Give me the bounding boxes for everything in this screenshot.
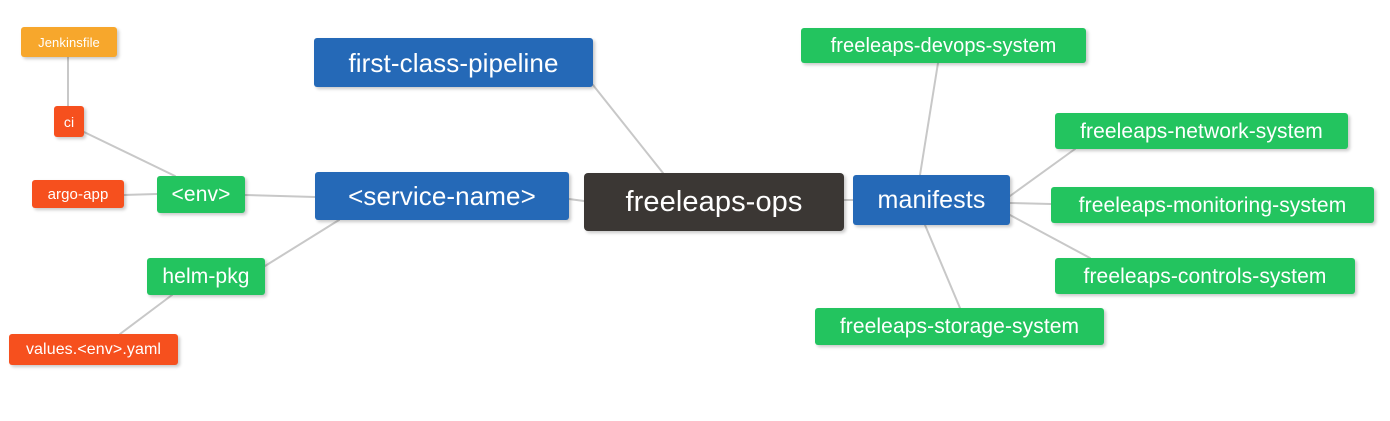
mindmap-edge-manifests-devops — [919, 62, 939, 176]
mindmap-edge-service-env — [244, 194, 316, 198]
mindmap-node-jenkinsfile[interactable]: Jenkinsfile — [21, 27, 117, 57]
mindmap-node-first-class-pipeline[interactable]: first-class-pipeline — [314, 38, 593, 87]
mindmap-node-freeleaps-monitoring-system[interactable]: freeleaps-monitoring-system — [1051, 187, 1374, 223]
mindmap-node-label: freeleaps-storage-system — [839, 315, 1080, 338]
mindmap-edge-manifests-storage — [924, 224, 961, 309]
mindmap-node-ci[interactable]: ci — [54, 106, 84, 137]
mindmap-node-values-env-yaml[interactable]: values.<env>.yaml — [9, 334, 178, 365]
mindmap-node-label: Jenkinsfile — [38, 34, 100, 50]
mindmap-node-label: <service-name> — [348, 181, 536, 211]
mindmap-node-label: manifests — [877, 185, 986, 214]
mindmap-node-label: values.<env>.yaml — [25, 340, 162, 358]
mindmap-node-helm-pkg[interactable]: helm-pkg — [147, 258, 265, 295]
mindmap-node-label: first-class-pipeline — [348, 47, 559, 78]
mindmap-node-root[interactable]: freeleaps-ops — [584, 173, 844, 231]
mindmap-node-label: helm-pkg — [162, 265, 250, 288]
mindmap-node-label: freeleaps-devops-system — [830, 34, 1057, 57]
mindmap-node-argo-app[interactable]: argo-app — [32, 180, 124, 208]
mindmap-node-freeleaps-network-system[interactable]: freeleaps-network-system — [1055, 113, 1348, 149]
mindmap-node-freeleaps-controls-system[interactable]: freeleaps-controls-system — [1055, 258, 1355, 294]
mindmap-edge-root-pipeline — [592, 84, 664, 174]
mindmap-node-label: ci — [63, 113, 75, 130]
mindmap-node-label: <env> — [171, 183, 231, 206]
mindmap-node-freeleaps-storage-system[interactable]: freeleaps-storage-system — [815, 308, 1104, 345]
mindmap-edge-env-argo — [123, 193, 158, 196]
mindmap-node-service-name[interactable]: <service-name> — [315, 172, 569, 220]
mindmap-node-label: freeleaps-controls-system — [1083, 264, 1327, 288]
mindmap-node-label: argo-app — [47, 185, 109, 203]
mindmap-edge-root-service-name — [568, 198, 585, 202]
mindmap-edge-env-ci — [83, 131, 176, 177]
mindmap-edge-manifests-monitoring — [1009, 202, 1052, 205]
mindmap-node-label: freeleaps-monitoring-system — [1078, 193, 1347, 217]
mindmap-edge-service-helm — [264, 219, 340, 267]
mindmap-node-label: freeleaps-ops — [625, 185, 803, 218]
mindmap-node-env[interactable]: <env> — [157, 176, 245, 213]
mindmap-node-label: freeleaps-network-system — [1080, 119, 1323, 143]
mindmap-node-manifests[interactable]: manifests — [853, 175, 1010, 225]
mindmap-edge-helm-values — [119, 294, 173, 335]
mindmap-node-freeleaps-devops-system[interactable]: freeleaps-devops-system — [801, 28, 1086, 63]
